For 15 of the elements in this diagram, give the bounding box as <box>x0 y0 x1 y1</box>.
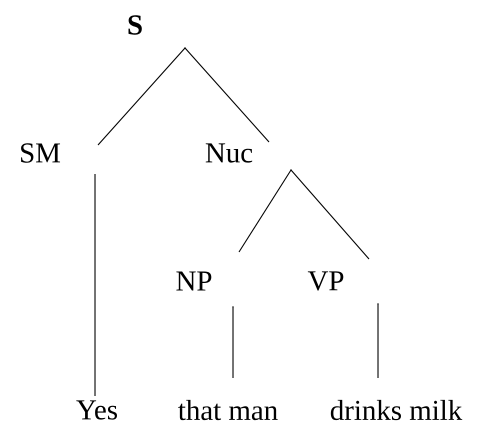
tree-label: NP <box>176 272 234 308</box>
tree-label: S <box>128 15 186 49</box>
tree-branch <box>184 48 270 142</box>
tree-branch <box>290 170 370 260</box>
tree-label: that man <box>178 400 278 420</box>
tree-label: VP <box>308 271 379 305</box>
tree-label: Yes <box>76 400 117 420</box>
tree-branch <box>232 307 234 378</box>
tree-label: Nuc <box>206 143 292 171</box>
tree-branch <box>377 304 379 378</box>
tree-branch <box>238 170 292 252</box>
tree-branch <box>94 174 96 396</box>
tree-label: SM <box>21 143 60 163</box>
tree-label: drinks milk <box>330 400 462 420</box>
tree-branch <box>98 48 186 146</box>
